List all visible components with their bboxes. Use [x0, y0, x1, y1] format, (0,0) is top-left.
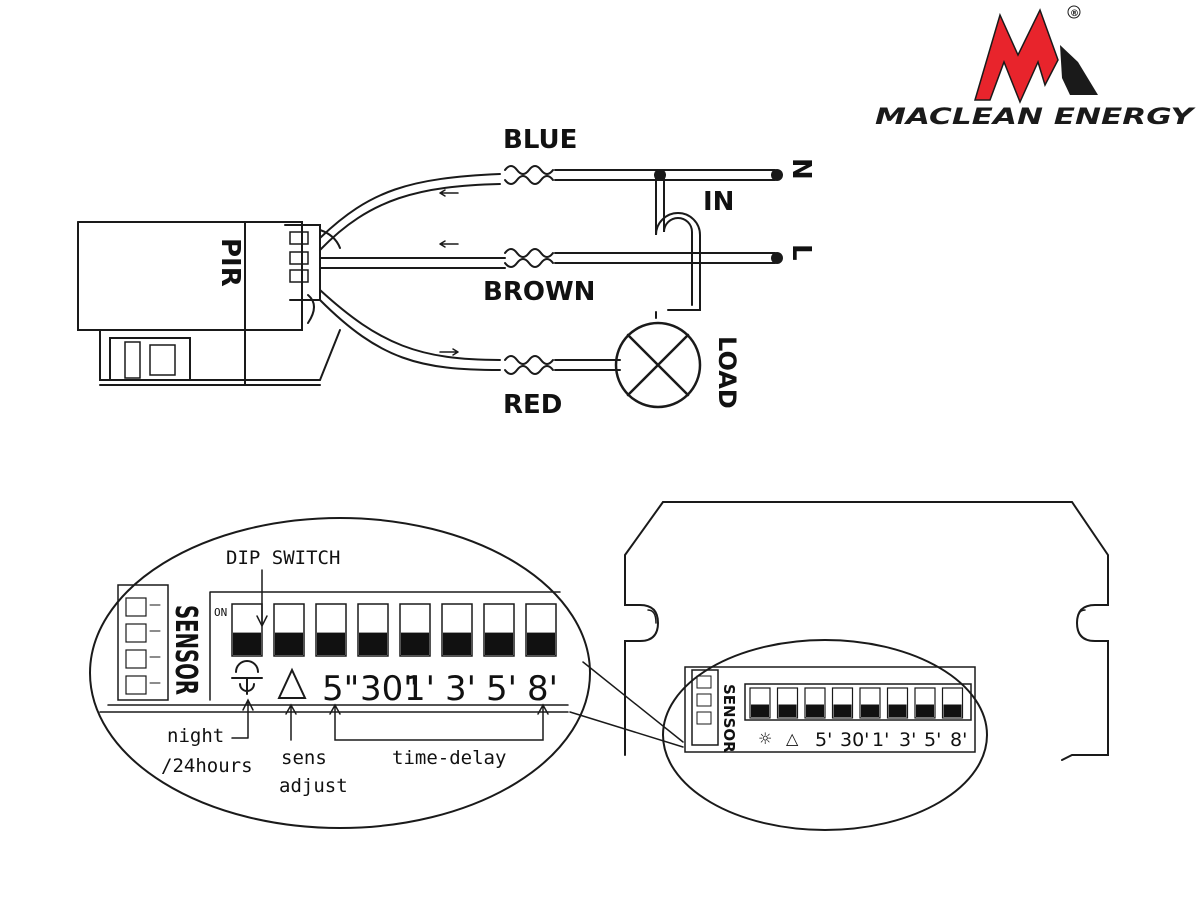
dip-switch-lever [888, 704, 907, 717]
dip-setting-label: 30' [840, 729, 869, 751]
dip-switch-lever [527, 632, 555, 655]
logo-mark-black [1060, 45, 1098, 95]
dip-switch [231, 603, 263, 657]
dip-switch [441, 603, 473, 657]
dip-setting-label: 30" [360, 669, 419, 709]
night-24h-icon [231, 660, 263, 695]
dip-switch-lever [751, 704, 769, 717]
terminal-l-dot [771, 252, 783, 264]
wire-direction-arrows [439, 189, 459, 356]
dip-switch-lever [861, 704, 879, 717]
device-setting-labels: 5' 30'1' 3' 5' 8' [815, 729, 967, 751]
red-wire-label: RED [503, 390, 562, 420]
dip-switch-lever [317, 632, 345, 655]
dip-switch [315, 603, 347, 657]
sens-triangle-icon [277, 667, 307, 699]
maclean-logo: ® MACLEAN ENERGY [875, 5, 1196, 130]
dip-switch-lever [778, 704, 797, 717]
dip-setting-label: 5" [322, 669, 359, 709]
magnifier-connectors [569, 661, 684, 748]
dip-switch-lever [806, 704, 824, 717]
device-dip-switches [749, 687, 964, 719]
dip-setting-label: 5' [924, 729, 941, 751]
logo-brand-text: MACLEAN ENERGY [875, 105, 1196, 130]
terminal-screws [125, 597, 161, 695]
dip-setting-label: 8' [527, 669, 558, 709]
load-label: LOAD [713, 336, 741, 409]
dip-setting-label: 8' [950, 729, 967, 751]
dip-switch [525, 603, 557, 657]
dip-setting-label: 1' [404, 669, 435, 709]
device-night-icon: ☼ [758, 729, 772, 748]
dip-switch-lever [401, 632, 429, 655]
wire-twist-connectors [504, 165, 554, 375]
dip-switch [399, 603, 431, 657]
dip-setting-label: 1' [872, 729, 889, 751]
dip-switch [831, 687, 854, 719]
dip-switch-lever [943, 704, 962, 717]
terminal-l-label: L [786, 244, 816, 261]
dip-switch-lever [916, 704, 934, 717]
dip-switch-lever [359, 632, 387, 655]
dip-switch [483, 603, 515, 657]
pir-sensor-housing: PIR [77, 221, 341, 386]
dip-switch [941, 687, 964, 719]
time-delay-callout: time-delay [392, 747, 506, 769]
dip-switch-lever [443, 632, 471, 655]
dip-switch-detail: SENSOR DIP SWITCH ON 5"30"1'3'5'8' night… [89, 517, 591, 829]
sensor-text: SENSOR [168, 605, 203, 695]
blue-wire-label: BLUE [503, 125, 577, 155]
device-sens-icon: △ [786, 729, 799, 748]
terminal-block [117, 584, 169, 701]
dip-switch [749, 687, 771, 719]
dip-switch [886, 687, 909, 719]
in-label: IN [703, 187, 734, 217]
adjust-callout: adjust [279, 775, 348, 797]
logo-mark-red [973, 8, 1059, 104]
dip-switch-lever [485, 632, 513, 655]
dip-setting-label: 5' [486, 669, 517, 709]
hours-callout: /24hours [161, 755, 253, 777]
dip-switch [859, 687, 881, 719]
dip-switch [804, 687, 826, 719]
supply-lines [554, 169, 783, 371]
pir-label: PIR [215, 238, 245, 287]
dip-switch-lever [233, 632, 261, 655]
device-dip-panel: SENSOR 5' 30'1' 3' 5' 8' ☼ △ [662, 639, 988, 831]
dip-setting-label: 5' [815, 729, 832, 751]
sens-callout: sens [281, 747, 327, 769]
brown-wire-label: BROWN [483, 277, 595, 307]
dip-switch-title: DIP SWITCH [226, 547, 340, 569]
dip-switch-lever [833, 704, 852, 717]
device-sensor-text: SENSOR [720, 684, 738, 753]
load-lamp [614, 321, 702, 409]
terminal-n-dot [771, 169, 783, 181]
dip-setting-label: 3' [899, 729, 916, 751]
wire-bundle [319, 173, 506, 371]
dip-on-label: ON [214, 606, 227, 619]
dip-switch [273, 603, 305, 657]
terminal-n-label: N [786, 158, 816, 180]
dip-switch [357, 603, 389, 657]
dip-switch-lever [275, 632, 303, 655]
dip-setting-labels: 5"30"1'3'5'8' [322, 669, 558, 709]
logo-registered-mark: ® [1070, 9, 1079, 19]
night-callout: night [167, 725, 224, 747]
dip-setting-label: 3' [445, 669, 476, 709]
device-body [624, 501, 1109, 761]
pir-wiring-diagram: PIR [77, 125, 816, 420]
dip-switch-array [231, 603, 557, 657]
dip-switch [776, 687, 799, 719]
dip-switch [914, 687, 936, 719]
